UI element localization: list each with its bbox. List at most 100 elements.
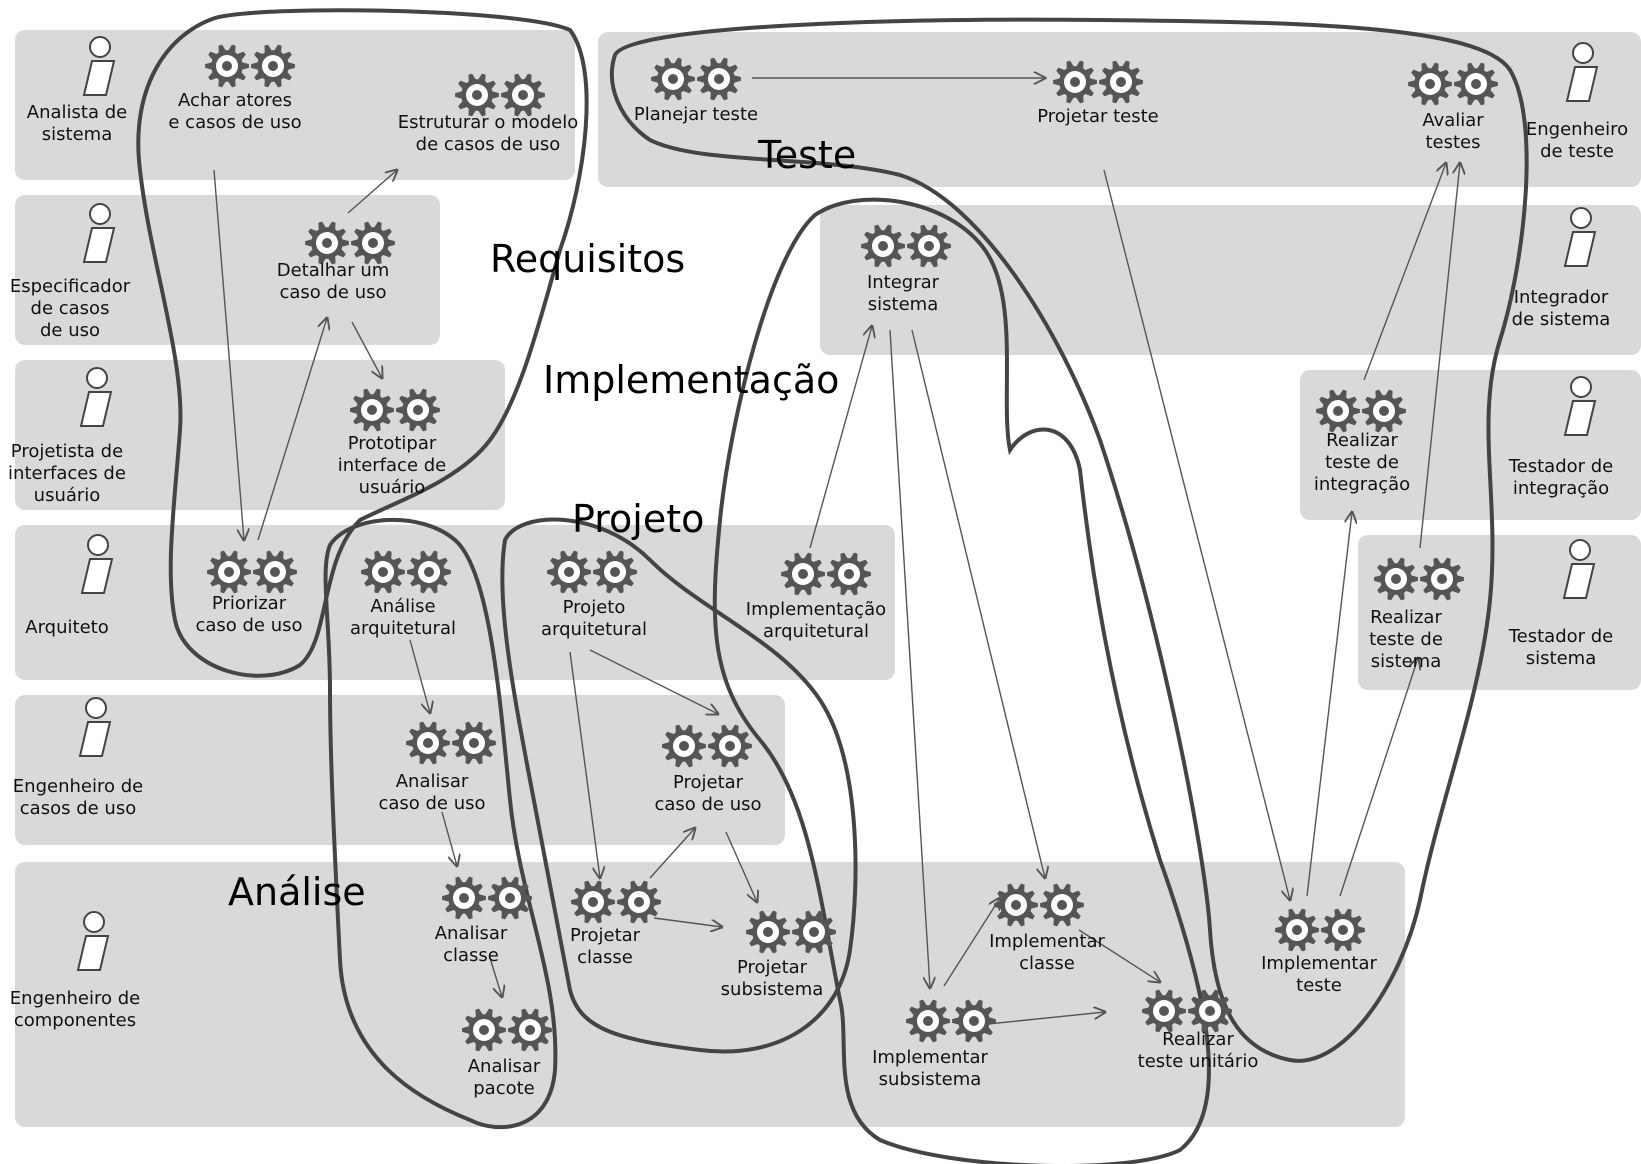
- role-label-eng-casos-line-1: casos de uso: [20, 798, 136, 819]
- activity-projetar-teste: Projetar teste: [1037, 60, 1159, 127]
- role-label-especificador-line-2: de uso: [40, 320, 100, 341]
- flow-arrow-analisar-caso-to-analisar-classe: [441, 811, 457, 866]
- worker-icon: [76, 911, 110, 971]
- activity-label-impl-classe-line-0: Implementar: [989, 931, 1105, 952]
- activity-label-teste-sistema-line-1: teste de: [1369, 629, 1443, 650]
- gears-icon: [861, 224, 951, 268]
- flow-arrow-impl-arq-to-integrar: [809, 326, 872, 549]
- activity-label-achar-line-1: e casos de uso: [168, 112, 301, 133]
- gears-icon: [1053, 60, 1143, 104]
- activity-label-teste-unitario-line-0: Realizar: [1162, 1029, 1234, 1050]
- flow-arrow-projetar-classe-to-projetar-caso: [649, 828, 695, 879]
- role-label-eng-comp-line-1: componentes: [14, 1010, 136, 1031]
- flow-arrow-teste-integracao-to-avaliar-testes: [1363, 163, 1446, 381]
- lane-eng-teste: [598, 32, 1641, 187]
- role-label-arquiteto-line-0: Arquiteto: [25, 617, 108, 638]
- worker-icon: [79, 367, 113, 427]
- role-label-projetista-line-2: usuário: [34, 485, 101, 506]
- activity-label-projetar-classe-line-0: Projetar: [570, 925, 641, 946]
- flow-arrow-achar-to-priorizar: [213, 169, 244, 540]
- activity-label-impl-arq-line-1: arquitetural: [763, 621, 869, 642]
- gears-icon: [547, 550, 637, 594]
- role-label-eng-teste-line-0: Engenheiro: [1526, 119, 1628, 140]
- discipline-label-projeto: Projeto: [572, 497, 704, 541]
- gears-icon: [1374, 557, 1464, 601]
- role-label-analista-line-1: sistema: [42, 124, 112, 145]
- flow-arrow-integrar-to-impl-subsistema: [889, 329, 930, 988]
- worker-icon: [82, 203, 116, 263]
- activity-label-integrar-line-0: Integrar: [867, 272, 940, 293]
- role-label-integrador-line-1: de sistema: [1512, 309, 1611, 330]
- discipline-label-implementacao: Implementação: [543, 358, 839, 402]
- flow-arrow-teste-sistema-to-avaliar-testes: [1419, 163, 1460, 549]
- gears-icon: [781, 552, 871, 596]
- activity-planejar-teste: Planejar teste: [634, 57, 758, 125]
- role-label-testador-sis-line-0: Testador de: [1508, 626, 1614, 647]
- outline-implementacao: [712, 197, 1211, 1164]
- activity-label-teste-sistema-line-0: Realizar: [1370, 607, 1442, 628]
- flow-arrow-detalhar-to-prototipar: [351, 321, 382, 378]
- activity-label-impl-subsistema-line-0: Implementar: [872, 1047, 988, 1068]
- gears-icon: [906, 999, 996, 1043]
- activity-label-projetar-subsistema-line-1: subsistema: [721, 979, 824, 1000]
- activity-label-projetar-caso-line-1: caso de uso: [654, 794, 761, 815]
- gears-icon: [442, 876, 532, 920]
- role-label-especificador-line-0: Especificador: [10, 276, 131, 297]
- flow-arrow-projetar-caso-to-projetar-subsistema: [725, 831, 757, 902]
- flow-arrow-priorizar-to-detalhar: [257, 318, 327, 541]
- outline-analise: [323, 517, 558, 1130]
- flow-arrows: [213, 78, 1460, 1025]
- activity-label-teste-unitario-line-1: teste unitário: [1138, 1051, 1259, 1072]
- activity-label-teste-integracao-line-1: teste de: [1325, 452, 1399, 473]
- outline-projeto: [500, 517, 858, 1054]
- gears-icon: [406, 721, 496, 765]
- role-label-projetista-line-1: interfaces de: [8, 463, 126, 484]
- gears-icon: [305, 221, 395, 265]
- activity-label-teste-integracao-line-2: integração: [1314, 474, 1410, 495]
- gears-icon: [462, 1008, 552, 1052]
- activity-label-priorizar-line-0: Priorizar: [212, 593, 287, 614]
- activity-label-projetar-teste-line-0: Projetar teste: [1037, 106, 1158, 127]
- gears-icon: [1408, 62, 1498, 106]
- role-label-eng-casos-line-0: Engenheiro de: [13, 776, 143, 797]
- gears-icon: [651, 57, 741, 101]
- activity-label-impl-subsistema-line-1: subsistema: [879, 1069, 982, 1090]
- flow-arrow-impl-classe-to-teste-unitario: [1078, 929, 1160, 982]
- gears-icon: [994, 883, 1084, 927]
- activity-label-prototipar-line-2: usuário: [359, 477, 426, 498]
- flow-arrow-impl-teste-to-teste-sistema: [1339, 658, 1418, 897]
- activity-label-projeto-arq-line-0: Projeto: [563, 597, 626, 618]
- flow-arrow-projetar-teste-to-impl-teste: [1103, 169, 1290, 900]
- worker-icon: [1562, 539, 1596, 599]
- activity-label-detalhar-line-1: caso de uso: [279, 282, 386, 303]
- activity-label-prototipar-line-1: interface de: [338, 455, 447, 476]
- lane-projetista: [15, 360, 505, 510]
- activity-label-analisar-pacote-line-0: Analisar: [468, 1056, 541, 1077]
- activity-label-planejar-teste-line-0: Planejar teste: [634, 104, 758, 125]
- gears-icon: [1142, 989, 1232, 1033]
- activity-label-achar-line-0: Achar atores: [178, 90, 292, 111]
- activity-label-impl-classe-line-1: classe: [1019, 953, 1075, 974]
- role-label-testador-int-line-0: Testador de: [1508, 456, 1614, 477]
